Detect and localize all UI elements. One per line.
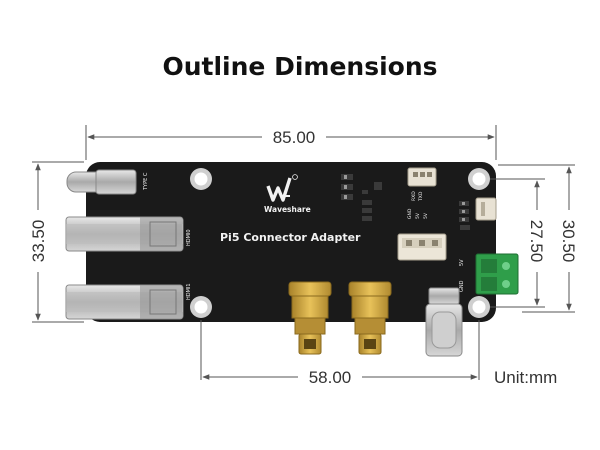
hdmi-connector-1 xyxy=(65,284,184,320)
pcb-board xyxy=(86,162,496,322)
usb-c-connector-left xyxy=(66,169,137,195)
silk-5v-a: 5V xyxy=(415,212,421,219)
dimension-lines xyxy=(32,125,575,380)
silk-5v-b: 5V xyxy=(423,212,429,219)
silk-hdmi1: HDMI1 xyxy=(186,283,192,300)
dim-height-holes: 27.50 xyxy=(527,220,546,263)
dim-height-right: 30.50 xyxy=(559,220,578,263)
silk-5v-terminal: 5V xyxy=(459,259,465,266)
silk-type-c: TYPE C xyxy=(143,172,149,191)
mounting-hole-top-right xyxy=(468,168,490,190)
brand-label: Waveshare xyxy=(264,205,311,214)
smd-light-pads xyxy=(344,175,465,221)
dim-height-total: 33.50 xyxy=(29,220,48,263)
silk-txd: TXD xyxy=(418,191,424,202)
dim-width-total: 85.00 xyxy=(273,128,316,147)
diagram-title: Outline Dimensions xyxy=(162,52,438,81)
waveshare-logo xyxy=(266,174,298,202)
power-header xyxy=(397,233,447,261)
dim-width-holes: 58.00 xyxy=(309,368,352,387)
hdmi-connector-0 xyxy=(65,216,184,252)
unit-label: Unit:mm xyxy=(494,368,557,387)
usb-c-plug-bottom xyxy=(425,287,463,357)
silk-rxd: RXD xyxy=(411,191,417,201)
mounting-hole-top-left xyxy=(190,168,212,190)
silk-gnd-terminal: GND xyxy=(459,280,465,292)
silk-hdmi0: HDMI0 xyxy=(186,229,192,246)
uart-header xyxy=(407,167,437,187)
mounting-hole-bottom-right xyxy=(468,296,490,318)
silk-gnd-top: GND xyxy=(407,208,413,219)
micro-hdmi-plug-2 xyxy=(348,281,392,355)
terminal-block xyxy=(475,253,519,295)
jst-connector-side xyxy=(475,197,497,221)
board-name: Pi5 Connector Adapter xyxy=(220,231,361,244)
micro-hdmi-plug-1 xyxy=(288,281,332,355)
mounting-hole-bottom-left xyxy=(190,296,212,318)
